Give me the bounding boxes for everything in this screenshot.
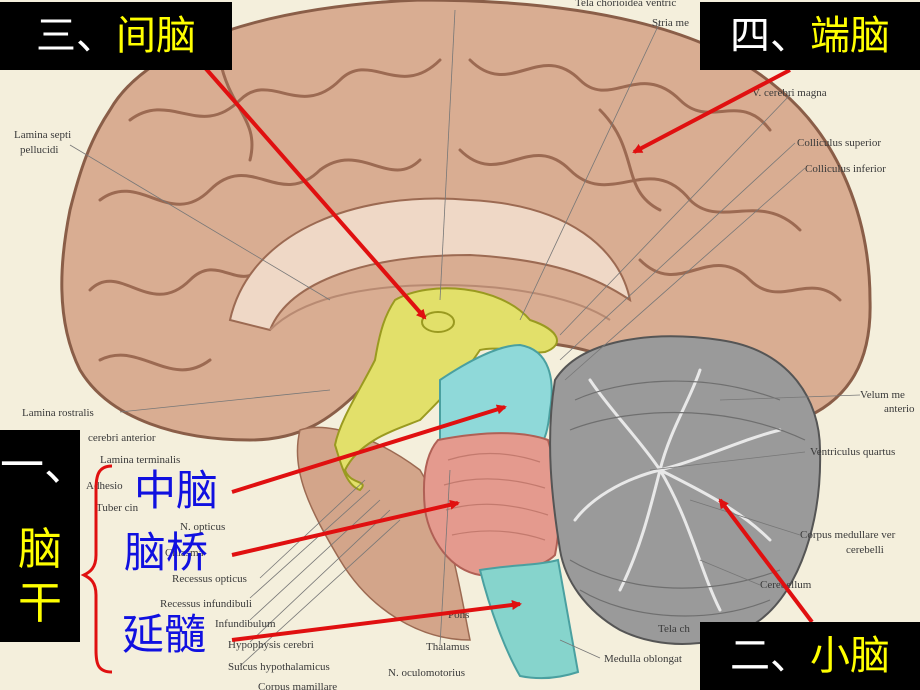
label-ventriculus-quartus: Ventriculus quartus	[810, 446, 895, 458]
arbor-vitae	[573, 368, 782, 612]
label-v-cerebri-magna: V. cerebri magna	[752, 87, 827, 99]
label-pellucidi: pellucidi	[20, 144, 59, 156]
leader-lines	[69, 9, 861, 667]
label-colliculus-inferior: Colliculus inferior	[805, 163, 886, 175]
label-n-oculomotorius: N. oculomotorius	[388, 667, 465, 679]
label-recessus-opticus: Recessus opticus	[172, 573, 247, 585]
label-tela-chorioidea: Tela chorioidea ventric	[575, 0, 676, 9]
tag-telencephalon-number: 四、	[730, 13, 810, 59]
label-recessus-infundibuli: Recessus infundibuli	[160, 598, 252, 610]
label-hypophysis: Hypophysis cerebri	[228, 639, 314, 651]
tag-diencephalon: 三、间脑	[0, 2, 232, 70]
tag-telencephalon-name: 端脑	[810, 13, 890, 59]
label-tela-ch: Tela ch	[658, 623, 690, 635]
corpus-callosum	[228, 197, 632, 332]
label-stria: Stria me	[652, 17, 689, 29]
label-cerebri-anterior: cerebri anterior	[88, 432, 156, 444]
label-cerebelli: cerebelli	[846, 544, 884, 556]
lower-brain-backdrop	[296, 426, 471, 641]
tag-brainstem-number: 一、	[0, 440, 88, 491]
tag-brainstem: 一、 脑 干	[0, 430, 88, 642]
label-lamina-terminalis: Lamina terminalis	[100, 454, 180, 466]
label-thalamus: Thalamus	[426, 641, 469, 653]
label-pons-cn: 脑桥	[124, 528, 209, 577]
gyri-lines	[88, 58, 842, 372]
label-adhesio: Adhesio	[86, 480, 123, 492]
arrow-pons	[231, 499, 460, 557]
label-corpus-medullare: Corpus medullare ver	[800, 529, 896, 541]
arrow-midbrain	[231, 404, 507, 494]
label-lamina-septi: Lamina septi	[14, 129, 71, 141]
medulla-region	[478, 558, 580, 680]
tag-telencephalon: 四、端脑	[700, 2, 920, 70]
cerebellum-region	[549, 335, 822, 645]
label-lamina-rostralis: Lamina rostralis	[22, 407, 94, 419]
label-tuber: Tuber cin	[96, 502, 139, 514]
label-medulla-oblongata: Medulla oblongat	[604, 653, 682, 665]
brainstem-brace	[80, 464, 113, 674]
label-infundibulum: Infundibulum	[215, 618, 276, 630]
arrow-cerebellum	[718, 498, 814, 624]
tag-brainstem-char2: 干	[18, 578, 62, 629]
annotation-arrows	[198, 60, 814, 642]
label-colliculus-superior: Colliculus superior	[797, 137, 881, 149]
label-velum: Velum me	[860, 389, 905, 401]
arrow-medulla	[231, 600, 522, 642]
tag-brainstem-char1: 脑	[18, 524, 62, 575]
label-n-opticus: N. opticus	[180, 521, 225, 533]
label-midbrain-cn: 中脑	[134, 466, 219, 515]
tag-cerebellum: 二、小脑	[700, 622, 920, 690]
tag-diencephalon-number: 三、	[36, 13, 116, 59]
label-chiasma: Chiasma	[165, 547, 204, 559]
tag-cerebellum-name: 小脑	[810, 633, 890, 679]
label-anterio: anterio	[884, 403, 915, 415]
arrow-diencephalon	[198, 60, 427, 320]
label-sulcus-hypothalamicus: Sulcus hypothalamicus	[228, 661, 330, 673]
label-medulla-cn: 延髓	[122, 610, 207, 659]
label-corpus-mamillare: Corpus mamillare	[258, 681, 337, 690]
arrow-telencephalon	[632, 68, 791, 154]
cerebellum-folia	[569, 380, 806, 617]
tag-cerebellum-number: 二、	[730, 633, 810, 679]
tag-diencephalon-name: 间脑	[116, 13, 196, 59]
